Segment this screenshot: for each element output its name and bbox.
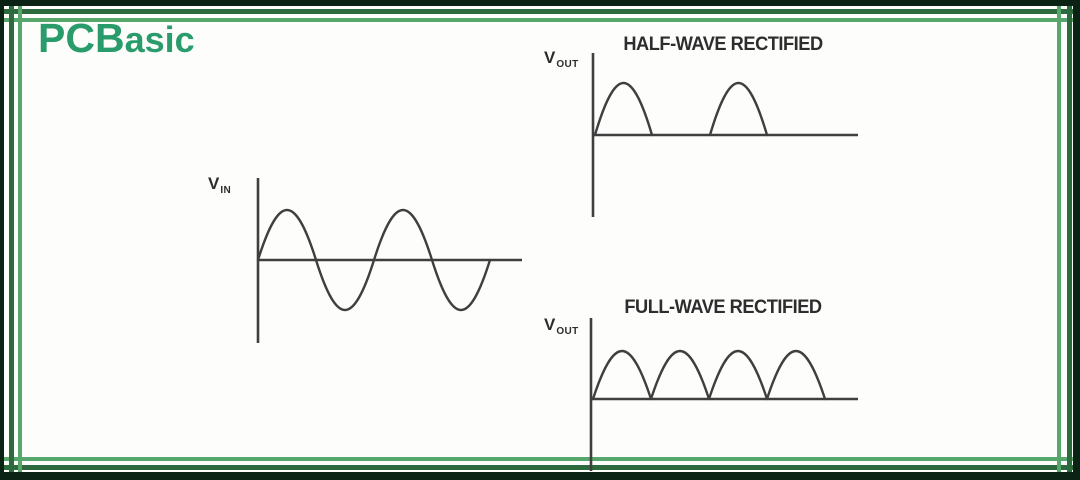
frame-edge-top: [0, 0, 1080, 6]
vout-half-label-sub: OUT: [556, 59, 579, 70]
frame-line-left-light: [18, 2, 22, 478]
frame-line-bottom-light: [2, 457, 1078, 461]
frame-edge-bottom: [0, 472, 1080, 480]
frame-line-left-dark: [9, 2, 14, 478]
logo-text-light: asic: [124, 19, 195, 60]
vout-full-label-sub: OUT: [556, 326, 579, 337]
vin-label-sub: IN: [220, 185, 232, 196]
half_wave-waveform: [593, 82, 769, 137]
frame-line-right-light: [1057, 2, 1061, 478]
vin-axis-label: VIN: [208, 175, 231, 196]
vout-half-label-main: V: [544, 48, 556, 67]
frame-line-top-dark: [2, 9, 1078, 14]
input-waveform: [256, 209, 492, 311]
full-wave-title: FULL-WAVE RECTIFIED: [624, 297, 822, 318]
logo-text-bold: PCB: [38, 15, 125, 61]
vin-label-main: V: [208, 174, 220, 193]
frame-line-bottom-dark: [2, 465, 1078, 470]
half-wave-title: HALF-WAVE RECTIFIED: [623, 34, 823, 55]
vout-full-label-main: V: [544, 315, 556, 334]
frame-edge-left: [0, 0, 4, 480]
pcbasic-logo: PCBasic: [38, 18, 195, 59]
vout-half-axis-label: VOUT: [544, 49, 579, 70]
vout-full-axis-label: VOUT: [544, 316, 579, 337]
frame-edge-right: [1073, 0, 1080, 480]
frame-line-top-light: [2, 18, 1078, 22]
full_wave-waveform: [591, 350, 827, 401]
frame-line-right-dark: [1067, 2, 1072, 478]
